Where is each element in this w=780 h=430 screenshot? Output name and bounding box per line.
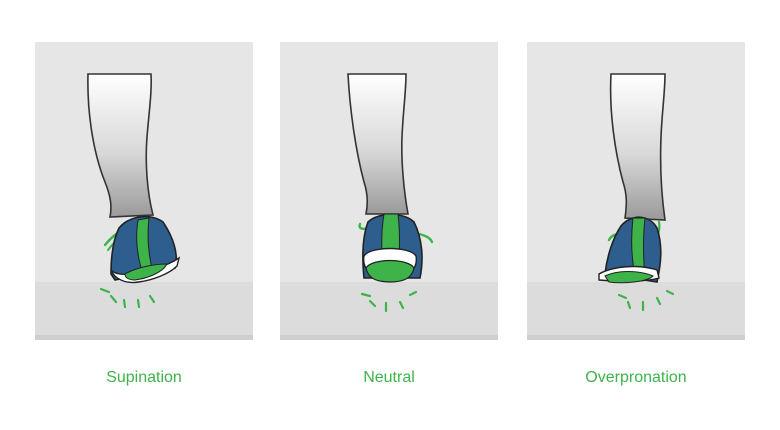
supination-label: Supination xyxy=(106,369,182,386)
supination-foot-illustration xyxy=(87,73,181,309)
floor xyxy=(527,282,745,340)
floor-edge xyxy=(527,335,745,340)
neutral-label: Neutral xyxy=(363,369,415,386)
floor-edge xyxy=(35,335,253,340)
neutral-panel xyxy=(280,42,498,340)
impact-rays-icon xyxy=(360,290,418,313)
supination-panel xyxy=(35,42,253,340)
overpronation-foot-illustration xyxy=(598,73,675,312)
floor xyxy=(35,282,253,340)
neutral-foot-illustration xyxy=(347,73,434,313)
overpronation-panel xyxy=(527,42,745,340)
impact-rays-icon xyxy=(617,289,675,312)
overpronation-label: Overpronation xyxy=(585,369,687,386)
floor-edge xyxy=(280,335,498,340)
impact-rays-icon xyxy=(99,287,156,309)
floor xyxy=(280,282,498,340)
